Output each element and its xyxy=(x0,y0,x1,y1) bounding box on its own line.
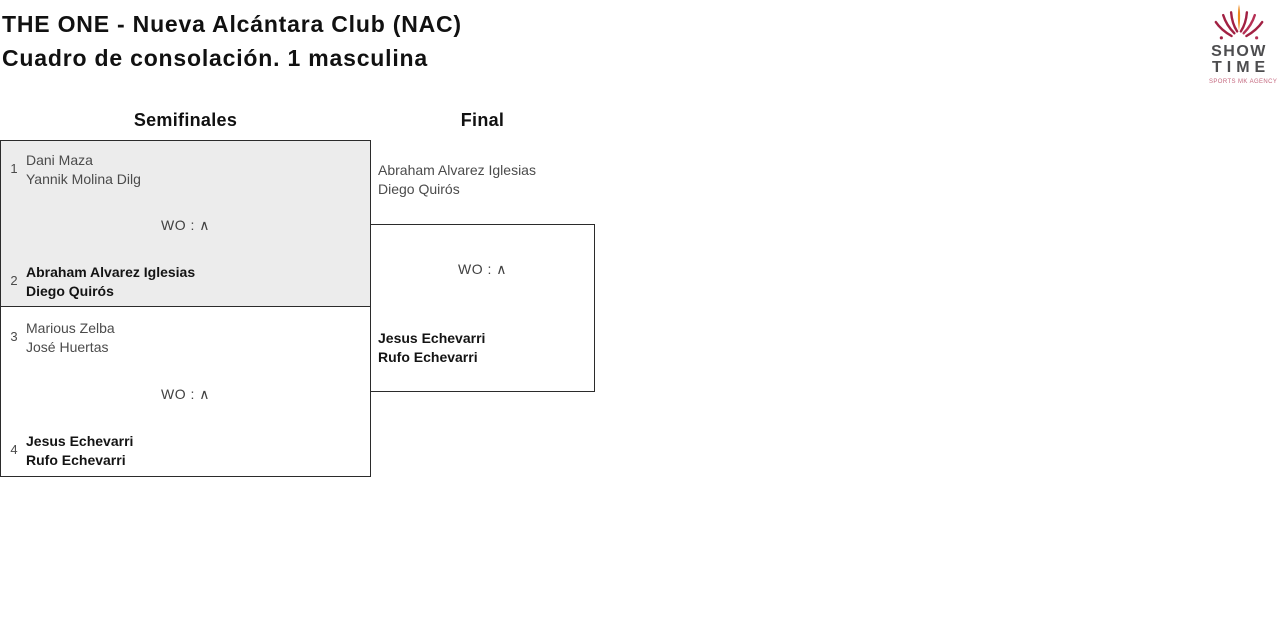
finalist-slot-1: Abraham Alvarez Iglesias Diego Quirós xyxy=(378,161,536,199)
round-header-final: Final xyxy=(460,110,505,130)
player-name: Rufo Echevarri xyxy=(378,349,478,365)
player-name: Abraham Alvarez Iglesias xyxy=(26,264,196,280)
logo-text-show: SHOW xyxy=(1211,43,1267,60)
team-slot-2: Abraham Alvarez Iglesias Diego Quirós xyxy=(26,263,195,301)
seed-number-3: 3 xyxy=(10,329,18,344)
player-name: Marious Zelba xyxy=(26,320,115,336)
player-name: Diego Quirós xyxy=(26,283,114,299)
match-final: WO : ∧ xyxy=(370,224,595,392)
round-header-semifinales: Semifinales xyxy=(133,110,238,130)
player-name: Diego Quirós xyxy=(378,181,460,197)
player-name: José Huertas xyxy=(26,339,109,355)
page-title: THE ONE - Nueva Alcántara Club (NAC) Cua… xyxy=(2,7,462,75)
logo-tagline: SPORTS MK AGENCY xyxy=(1209,79,1278,85)
player-name: Yannik Molina Dilg xyxy=(26,171,141,187)
player-name: Dani Maza xyxy=(26,152,93,168)
player-name: Abraham Alvarez Iglesias xyxy=(378,162,536,178)
seed-number-2: 2 xyxy=(10,273,18,288)
player-name: Rufo Echevarri xyxy=(26,452,126,468)
seed-number-4: 4 xyxy=(10,442,18,457)
player-name: Jesus Echevarri xyxy=(378,330,486,346)
walkover-result-label: WO : ∧ xyxy=(457,261,508,277)
showtime-logo: SHOW TIME SPORTS MK AGENCY xyxy=(1209,3,1278,86)
walkover-result-label: WO : ∧ xyxy=(160,217,211,233)
walkover-result-label: WO : ∧ xyxy=(160,386,211,402)
team-slot-3: Marious Zelba José Huertas xyxy=(26,319,115,357)
match-semifinal-2: 3 Marious Zelba José Huertas WO : ∧ 4 Je… xyxy=(0,306,371,477)
match-semifinal-1: 1 Dani Maza Yannik Molina Dilg WO : ∧ 2 … xyxy=(0,140,371,307)
team-slot-1: Dani Maza Yannik Molina Dilg xyxy=(26,151,141,189)
finalist-slot-2: Jesus Echevarri Rufo Echevarri xyxy=(378,329,485,367)
seed-number-1: 1 xyxy=(10,161,18,176)
player-name: Jesus Echevarri xyxy=(26,433,134,449)
draw-subtitle: Cuadro de consolación. 1 masculina xyxy=(2,45,428,71)
firework-burst-icon xyxy=(1214,4,1264,40)
team-slot-4: Jesus Echevarri Rufo Echevarri xyxy=(26,432,133,470)
tournament-title: THE ONE - Nueva Alcántara Club (NAC) xyxy=(2,11,462,37)
logo-text-time: TIME xyxy=(1212,59,1271,76)
